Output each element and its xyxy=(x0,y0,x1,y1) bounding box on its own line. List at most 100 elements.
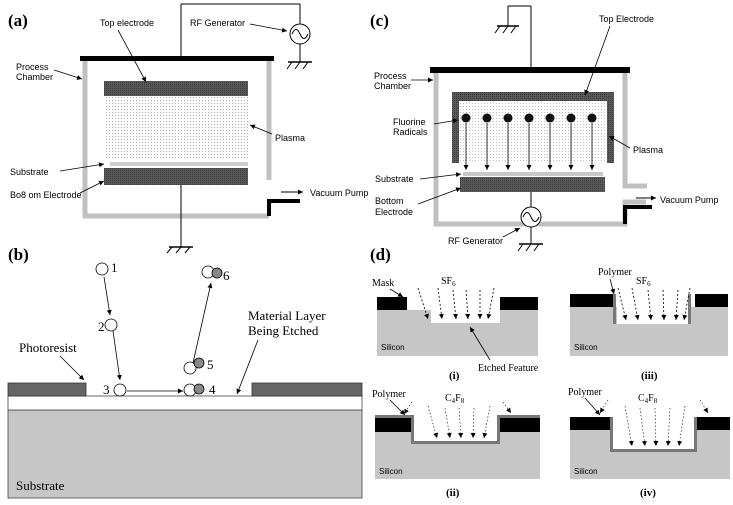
substrate-pointer-a xyxy=(59,162,105,172)
path-5-6 xyxy=(192,282,213,364)
polymer-wall-left-iii xyxy=(613,294,616,324)
chamber-lid-a xyxy=(80,56,274,61)
panel-c-label: (c) xyxy=(370,11,389,30)
flux-arrows-ii xyxy=(403,401,512,439)
step-4: 4 xyxy=(209,382,216,397)
substrate-pointer-c xyxy=(419,172,462,180)
substrate-block-b xyxy=(7,409,363,499)
silicon-label-ii: Silicon xyxy=(379,467,403,476)
top-electrode-pointer-a xyxy=(117,29,147,83)
sine-wave-icon xyxy=(522,212,540,222)
panel-b-label: (b) xyxy=(8,245,29,264)
path-1-2 xyxy=(103,276,112,316)
photoresist-label: Photoresist xyxy=(19,340,77,355)
chamber-wall-a xyxy=(82,58,269,219)
radical-dot xyxy=(524,113,534,123)
photoresist-right-b xyxy=(251,382,363,397)
panel-a-label: (a) xyxy=(8,11,28,30)
bottom-electrode-label-c2: Electrode xyxy=(375,207,413,217)
process-chamber-label-a2: Chamber xyxy=(16,72,53,82)
sine-wave-icon xyxy=(291,29,309,39)
rf-generator-label-a: RF Generator xyxy=(190,18,245,28)
subpanel-iii: Polymer SF6 Silicon (iii) xyxy=(570,267,728,382)
step-6: 6 xyxy=(223,268,230,283)
plasma-pointer-c xyxy=(608,135,631,149)
sub-iv-label: (iv) xyxy=(640,487,656,499)
step-5: 5 xyxy=(207,357,214,372)
substrate-label-a: Substrate xyxy=(10,167,49,177)
polymer-label-ii: Polymer xyxy=(372,389,407,400)
sub-ii-label: (ii) xyxy=(446,487,460,499)
substrate-a xyxy=(110,162,248,166)
photoresist-pointer xyxy=(59,355,85,381)
mask-pointer xyxy=(389,288,404,298)
mask-left-i xyxy=(377,297,407,310)
sf6-label-i: SF6 xyxy=(441,276,456,288)
pump-outlet-a xyxy=(267,199,300,216)
fluorine-radicals xyxy=(461,113,597,170)
material-layer-label-1: Material Layer xyxy=(248,308,326,323)
material-layer-pointer xyxy=(236,339,259,395)
sub-iii-label: (iii) xyxy=(641,370,658,382)
path-2-3 xyxy=(112,330,122,381)
photoresist-left-b xyxy=(7,382,87,397)
step-2: 2 xyxy=(98,319,105,334)
mask-right-iv xyxy=(697,417,730,430)
radical-dot xyxy=(461,113,471,123)
ground-icon xyxy=(286,61,312,70)
plasma-label-c: Plasma xyxy=(633,145,663,155)
bottom-electrode-label-c1: Bottom xyxy=(375,196,404,206)
step-1: 1 xyxy=(111,260,118,275)
particle-5a xyxy=(183,361,197,375)
etched-feature-pointer xyxy=(469,326,491,361)
rf-generator-pointer-c xyxy=(502,227,521,238)
chamber-pointer-a xyxy=(53,69,83,80)
ground-icon xyxy=(166,246,193,254)
rf-generator-label-c: RF Generator xyxy=(448,236,503,246)
c4f8-label-iv: C4F8 xyxy=(638,393,658,405)
polymer-coat-iv xyxy=(610,417,697,452)
flux-arrows-i xyxy=(417,287,495,320)
polymer-label-iv: Polymer xyxy=(568,387,603,398)
bottom-electrode-label-a: Bo8 om Electrode xyxy=(10,190,82,200)
radical-dot xyxy=(587,113,597,123)
material-layer-label-2: Being Etched xyxy=(248,323,319,338)
particle-2 xyxy=(104,318,118,332)
vacuum-pump-c: Vacuum Pump xyxy=(660,195,718,205)
polymer-wall-right-iii xyxy=(688,294,691,324)
fluorine-label-c2: Radicals xyxy=(393,127,428,137)
panel-d: (d) Mask SF6 Silicon Etched Feature (i) xyxy=(370,245,730,499)
silicon-label-iv: Silicon xyxy=(574,467,598,476)
top-electrode-label-c: Top Electrode xyxy=(599,14,654,24)
etched-feature-label: Etched Feature xyxy=(478,363,539,374)
panel-b: (b) 1 2 3 4 5 6 Photoresist Material Lay… xyxy=(7,245,363,499)
fluorine-label-c1: Fluorine xyxy=(393,117,426,127)
substrate-label-b: Substrate xyxy=(16,478,65,493)
plasma-label-a: Plasma xyxy=(275,133,305,143)
top-electrode-c xyxy=(452,92,614,163)
plasma-pointer-a xyxy=(249,124,273,135)
mask-right-ii xyxy=(500,418,540,432)
ground-icon xyxy=(517,243,543,252)
rf-generator-pointer-a xyxy=(249,23,288,33)
process-chamber-label-c2: Chamber xyxy=(374,81,411,91)
bottom-electrode-c xyxy=(460,177,605,192)
particle-5b xyxy=(193,357,205,369)
polymer-pointer-iv xyxy=(584,397,601,416)
top-electrode-label-a: Top electrode xyxy=(100,18,154,28)
radical-dot xyxy=(566,113,576,123)
panel-d-label: (d) xyxy=(370,245,391,264)
bottom-electrode-pointer-c xyxy=(417,187,462,205)
silicon-label-i: Silicon xyxy=(381,343,405,352)
top-electrode-a xyxy=(104,81,248,96)
radical-dot xyxy=(482,113,492,123)
vacuum-pump-a: Vacuum Pump xyxy=(310,188,368,198)
process-chamber-label-c1: Process xyxy=(374,71,407,81)
subpanel-iv: Polymer C4F8 Silicon (iv) xyxy=(568,387,730,499)
mask-right-iii xyxy=(695,294,728,307)
substrate-label-c: Substrate xyxy=(375,174,414,184)
flux-arrows-iv xyxy=(599,399,709,447)
sf6-label-iii: SF6 xyxy=(636,276,651,288)
ground-icon xyxy=(494,5,531,34)
